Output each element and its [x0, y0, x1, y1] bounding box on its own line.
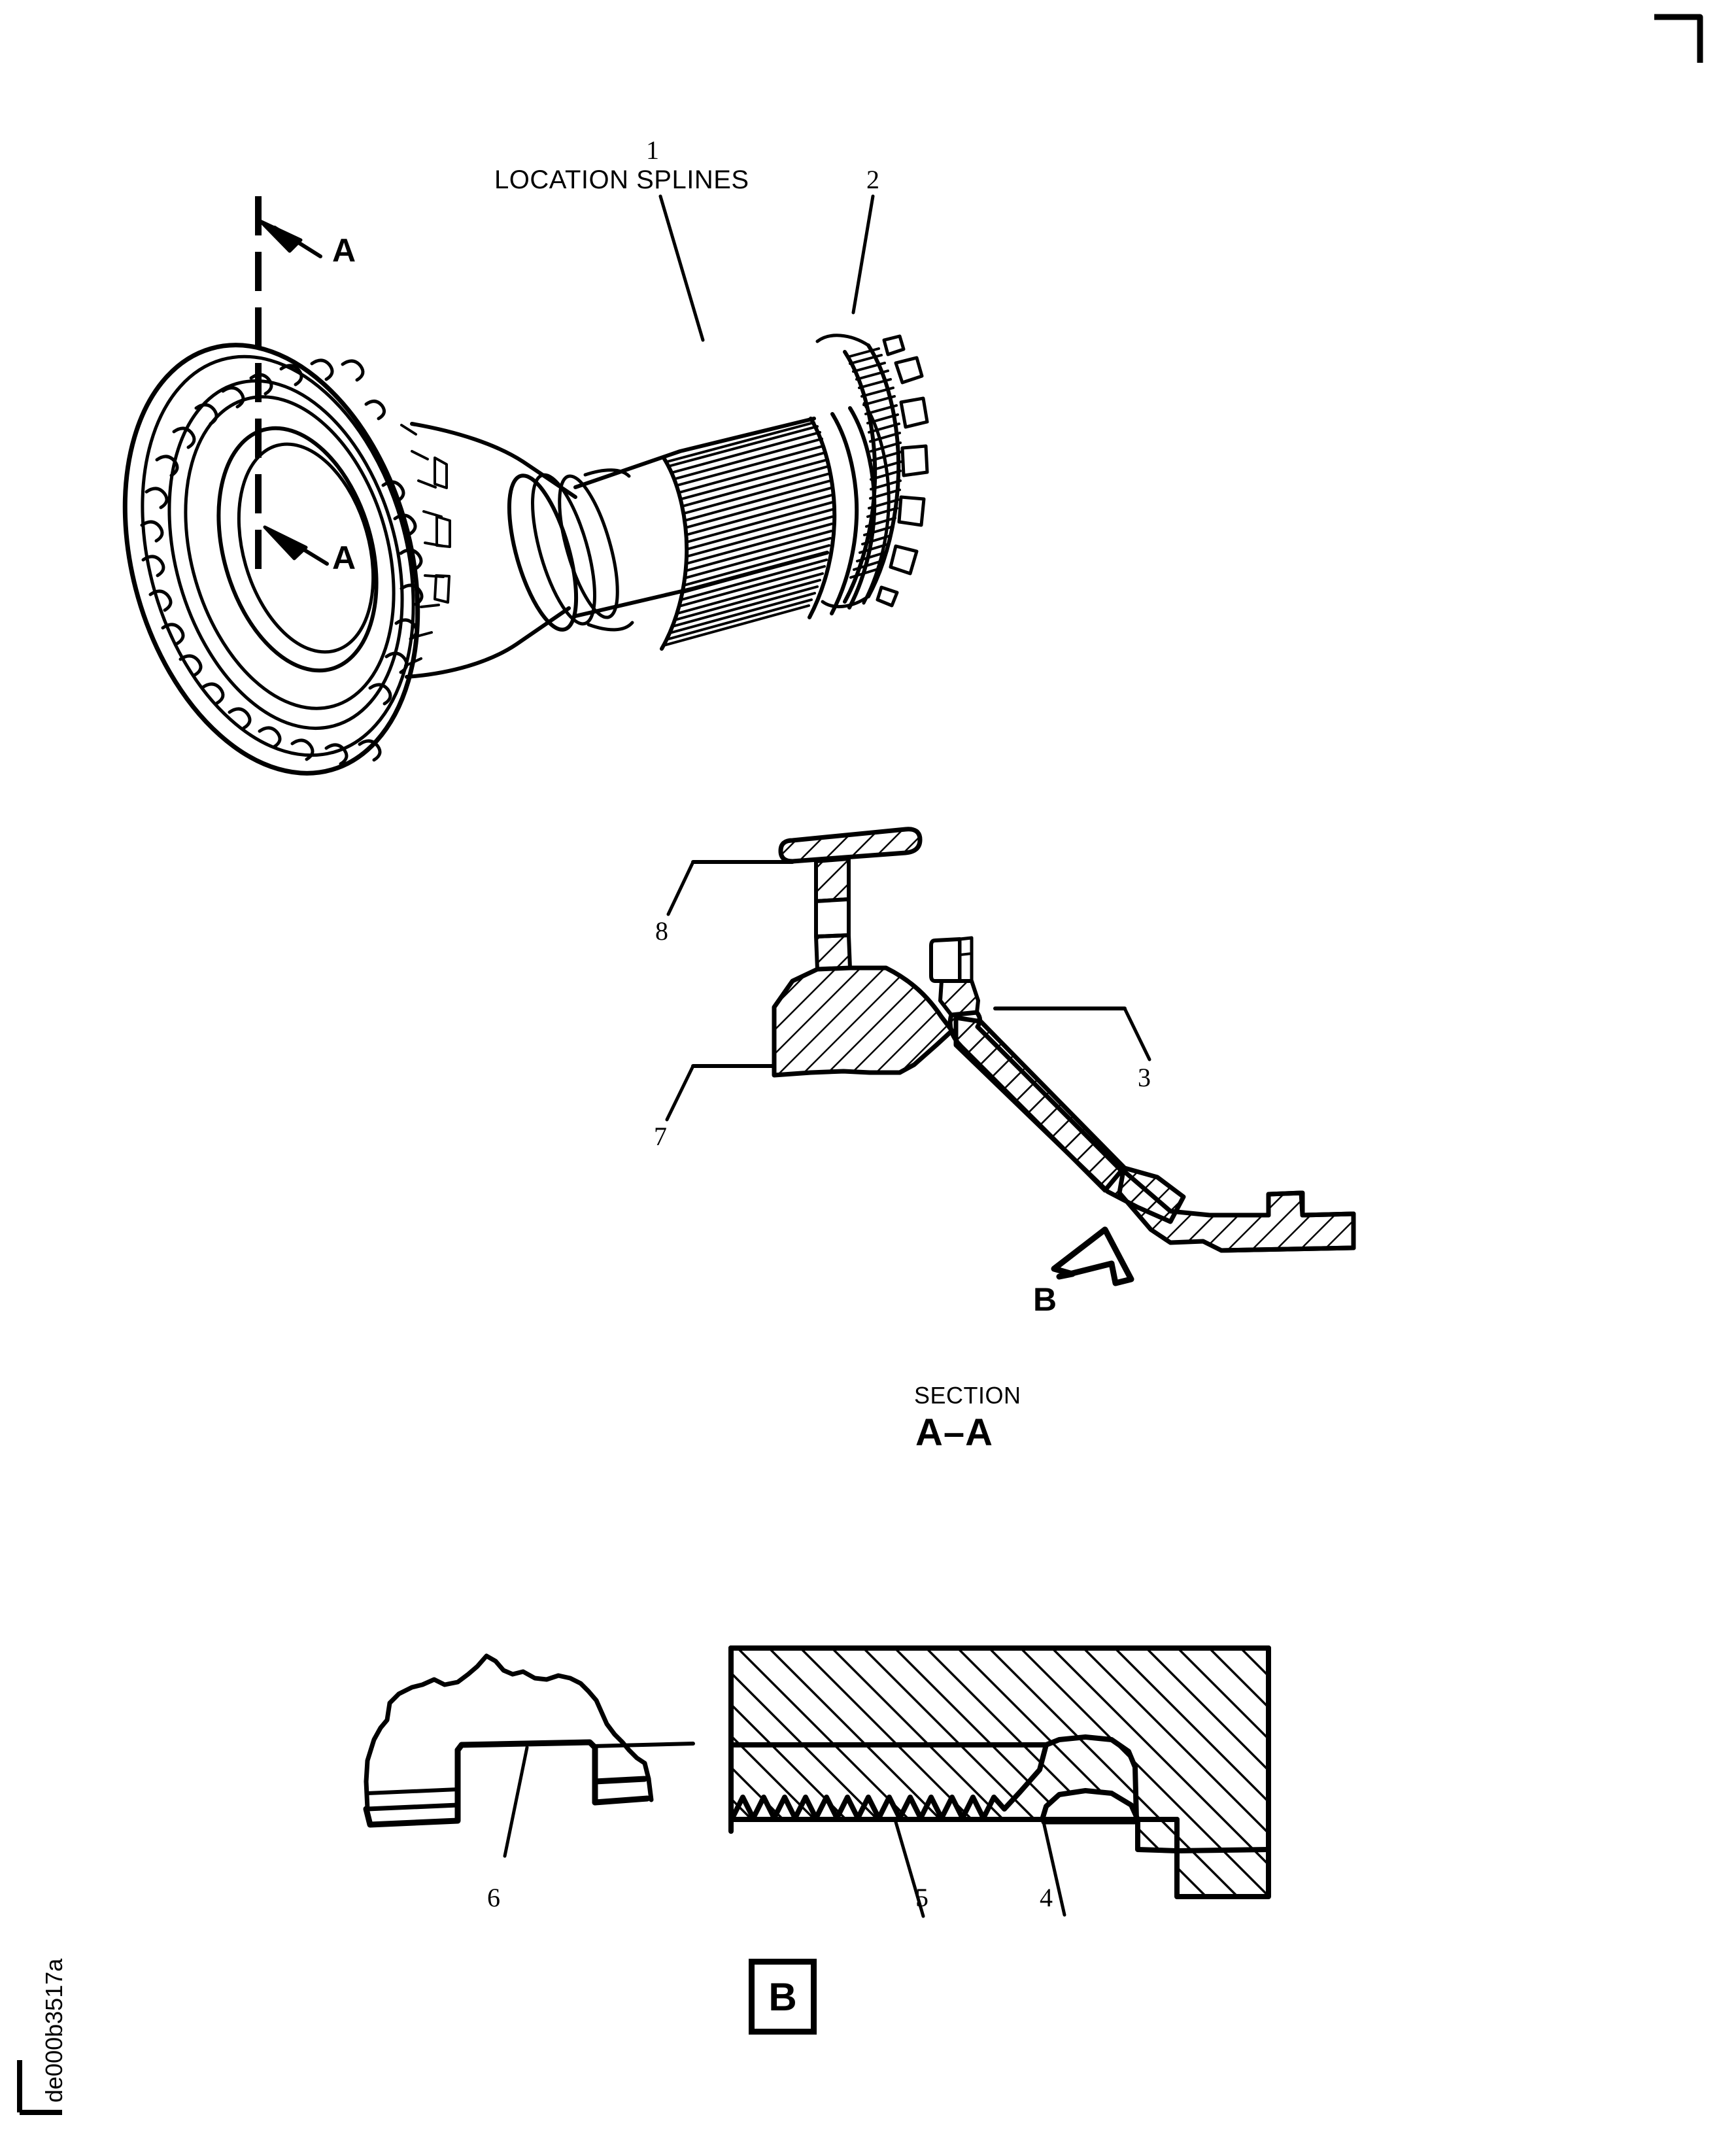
section-aa-leaders — [665, 860, 1151, 1122]
break-edge-item-6 — [364, 1653, 647, 1784]
section-arrow-top — [258, 219, 322, 258]
callout-item-1: 1 — [646, 135, 659, 165]
isometric-axle-shaft-view — [122, 194, 929, 776]
bolt-head-item-8 — [778, 827, 923, 864]
location-splines-band — [660, 417, 837, 651]
section-cut-letter-bottom: A — [332, 540, 356, 576]
callout-item-7: 7 — [654, 1122, 667, 1151]
location-splines-label: LOCATION SPLINES — [494, 165, 749, 194]
serration-teeth-item-5 — [730, 1742, 1049, 1821]
section-aa-view — [665, 827, 1356, 1286]
detail-b-arrow — [1051, 1226, 1134, 1286]
detail-b-arrow-letter: B — [1033, 1281, 1057, 1318]
flange-body-item-7 — [772, 965, 955, 1078]
section-cut-letter-top: A — [332, 232, 356, 269]
detail-b-leaders — [503, 1746, 1140, 1918]
id-corner-bracket — [17, 2060, 62, 2115]
dowel-block — [929, 937, 962, 983]
section-word: SECTION — [914, 1382, 1021, 1409]
callout-item-4: 4 — [1040, 1883, 1053, 1912]
callout-item-3: 3 — [1138, 1063, 1151, 1092]
leader-item-2 — [851, 194, 875, 315]
callout-item-8: 8 — [655, 916, 668, 946]
groove-step-item-4 — [1044, 1734, 1180, 1853]
flange-rim-marks — [400, 424, 451, 667]
leader-item-1 — [658, 194, 705, 342]
end-spline-teeth — [815, 334, 929, 609]
drawing-id-text: de000b3517a — [41, 1958, 67, 2103]
callout-item-5: 5 — [915, 1883, 928, 1912]
callout-item-2: 2 — [866, 165, 879, 194]
flange-bolt-holes — [140, 358, 424, 766]
corner-registration-mark — [1654, 14, 1703, 63]
detail-b-mating-block — [728, 1645, 1271, 1899]
detail-b-box-letter: B — [749, 1959, 817, 2035]
callout-item-6: 6 — [487, 1883, 500, 1912]
section-arrow-bottom — [263, 525, 329, 566]
section-name: A–A — [915, 1411, 994, 1454]
detail-b-view — [363, 1645, 1271, 1918]
